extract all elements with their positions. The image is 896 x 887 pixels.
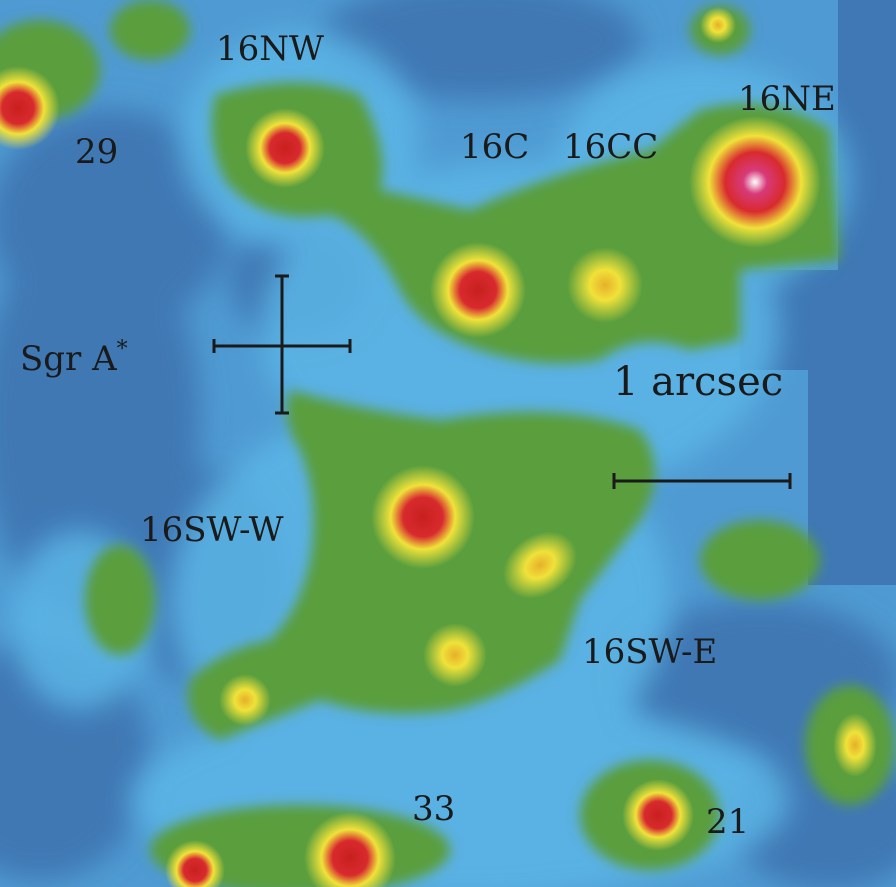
source-16C: [430, 242, 526, 338]
label-33: 33: [412, 789, 455, 829]
source-west-low: [219, 674, 271, 726]
source-16SW-E: [423, 623, 487, 687]
source-bottom-left: [165, 840, 225, 887]
source-33: [304, 812, 396, 887]
label-scale: 1 arcsec: [613, 359, 783, 405]
label-16C: 16C: [460, 127, 529, 167]
source-16NW: [245, 108, 325, 188]
point-sources: [0, 7, 877, 887]
label-16NE: 16NE: [738, 79, 836, 119]
scale-bar: [612, 473, 792, 489]
source-16SW-E-north: [502, 531, 578, 599]
label-16SW-W: 16SW-W: [140, 510, 284, 550]
label-sgr-a: Sgr A*: [20, 337, 128, 379]
source-east-edge: [833, 713, 877, 777]
source-16CC: [567, 247, 643, 323]
source-16SW: [371, 465, 475, 569]
sgr-a-cross: [212, 274, 352, 415]
label-16CC: 16CC: [563, 127, 658, 167]
masked-region: [808, 340, 896, 585]
label-16NW: 16NW: [216, 29, 324, 69]
label-16SW-E: 16SW-E: [582, 632, 717, 672]
source-21: [622, 779, 694, 851]
label-21: 21: [706, 802, 749, 842]
source-top-right-small: [700, 7, 736, 43]
source-edge-top-left: [0, 66, 60, 150]
label-29: 29: [75, 132, 118, 172]
masked-region: [838, 0, 896, 280]
source-16NE: [689, 116, 821, 248]
